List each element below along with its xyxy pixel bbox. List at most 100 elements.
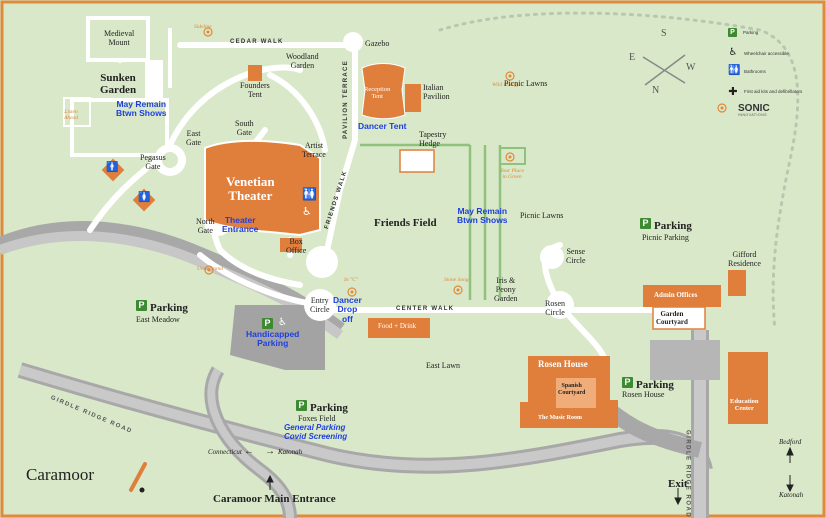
parking-icon-picnic: P bbox=[640, 218, 651, 229]
parking-icon-handicapped: P bbox=[262, 318, 273, 329]
label-rosen-house: Rosen House bbox=[538, 359, 588, 369]
label-parking-foxes: Parking bbox=[310, 402, 348, 414]
legend-parking-text: Parking bbox=[743, 30, 759, 35]
label-stone-song: Stone Song bbox=[444, 277, 469, 283]
restroom-icon: 🚻 bbox=[302, 187, 317, 201]
label-sonic-understand: Understand bbox=[197, 266, 223, 272]
sonic-logo: SONIC bbox=[738, 103, 770, 114]
handicapped-parking-lot bbox=[230, 305, 325, 370]
label-connecticut: Connecticut bbox=[208, 448, 242, 456]
legend-restrooms: 🚻 Bathrooms bbox=[728, 66, 766, 76]
legend-wheelchair-text: Wheelchair accessible bbox=[744, 50, 789, 56]
label-gazebo: Gazebo bbox=[365, 39, 390, 48]
venetian-theater bbox=[204, 139, 321, 237]
label-cedar-walk: CEDAR WALK bbox=[230, 39, 284, 45]
label-east-lawn: East Lawn bbox=[426, 361, 460, 370]
label-katonah-1: Katonah bbox=[278, 448, 303, 456]
parking-icon-foxes: P bbox=[296, 400, 307, 411]
note-general-parking: General Parking bbox=[284, 423, 346, 432]
label-wild-energy: Wild Energy bbox=[492, 82, 520, 88]
compass-s: S bbox=[661, 28, 667, 39]
legend-wheelchair-icon: ♿ bbox=[728, 47, 738, 58]
label-parking-picnic: Parking bbox=[654, 220, 692, 232]
label-picnic-lawns-2: Picnic Lawns bbox=[520, 211, 564, 220]
walking-trail bbox=[438, 11, 800, 332]
wheelchair-icon: ♿ bbox=[302, 205, 312, 218]
label-girdle-ridge-road-2: GIRDLE RIDGE ROAD bbox=[684, 430, 691, 518]
caramoor-slash-icon bbox=[129, 462, 147, 493]
parking-icon-rosen: P bbox=[622, 377, 633, 388]
label-east-meadow: East Meadow bbox=[136, 315, 180, 324]
label-center-walk: CENTER WALK bbox=[396, 306, 455, 312]
label-in-c: In "C" bbox=[344, 277, 359, 283]
legend-parking-icon: P bbox=[728, 28, 737, 37]
legend-wheelchair: ♿ Wheelchair accessible bbox=[728, 48, 789, 58]
legend-first-aid: ✚ First aid kits and defibrillators bbox=[728, 86, 802, 97]
label-foxes-field: Foxes Field bbox=[298, 414, 336, 423]
legend-parking: P Parking bbox=[728, 28, 758, 37]
label-picnic-parking: Picnic Parking bbox=[642, 233, 689, 242]
compass-n: N bbox=[652, 85, 660, 96]
sonic-sub: INNOVATIONS bbox=[738, 113, 768, 117]
label-exit[interactable]: Exit bbox=[668, 478, 688, 490]
restroom-icon-pegasus: 🚹 bbox=[106, 162, 119, 173]
label-friends-field: Friends Field bbox=[374, 217, 437, 229]
compass-icon bbox=[642, 54, 686, 86]
legend-restrooms-text: Bathrooms bbox=[744, 68, 766, 74]
label-food-drink: Food + Drink bbox=[378, 322, 417, 330]
label-sonic-weeping-stone: Sideline bbox=[194, 24, 212, 30]
arrow-left: ← bbox=[244, 446, 254, 457]
restroom-icon-pegasus-2: 🚺 bbox=[138, 192, 151, 203]
label-pavilion-terrace: PAVILION TERRACE bbox=[343, 60, 349, 139]
arrow-right: → bbox=[265, 446, 275, 457]
label-parking-rosen: Parking bbox=[636, 379, 674, 391]
legend-restroom-icon: 🚻 bbox=[728, 65, 741, 76]
compass-w: W bbox=[686, 62, 696, 73]
label-music-room: The Music Room bbox=[538, 415, 582, 421]
label-bedford: Bedford bbox=[779, 438, 802, 446]
parking-icon-east-meadow: P bbox=[136, 300, 147, 311]
box-office bbox=[280, 238, 302, 252]
wheelchair-icon-parking: ♿ bbox=[278, 317, 287, 328]
label-rosen-parking: Rosen House bbox=[622, 390, 665, 399]
note-covid-screening: Covid Screening bbox=[284, 432, 348, 441]
label-admin-offices: Admin Offices bbox=[654, 291, 698, 299]
hedges bbox=[360, 143, 502, 300]
label-picnic-lawns-1: Picnic Lawns bbox=[504, 79, 548, 88]
label-main-entrance[interactable]: Caramoor Main Entrance bbox=[213, 493, 336, 505]
first-aid-icon: ✚ bbox=[728, 85, 738, 98]
label-parking-east-meadow: Parking bbox=[150, 302, 188, 314]
compass-e: E bbox=[629, 52, 636, 63]
legend-first-aid-text: First aid kits and defibrillators bbox=[744, 89, 803, 94]
